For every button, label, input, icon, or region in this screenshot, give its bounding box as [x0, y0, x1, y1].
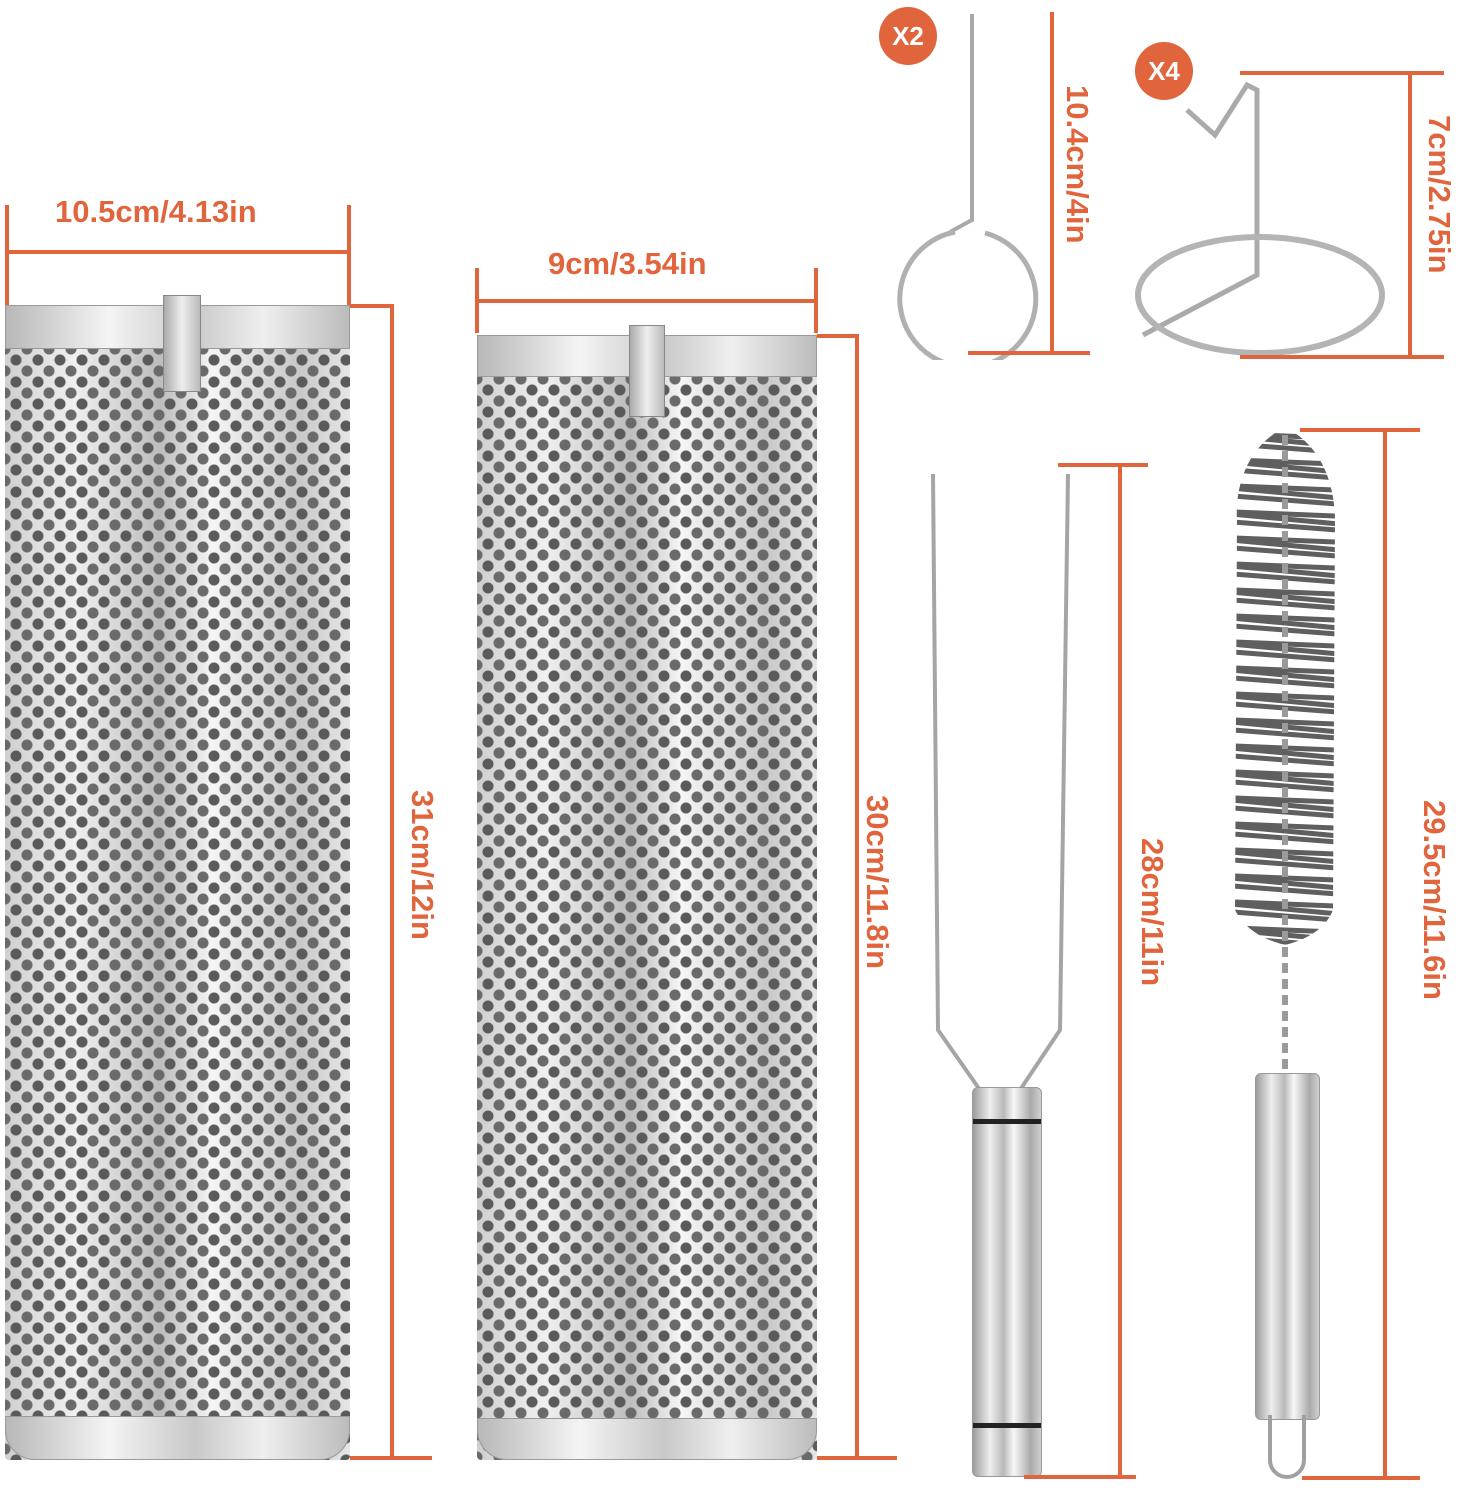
large-height-tick-bottom: [350, 1456, 432, 1460]
fork-tick-bottom: [1024, 1475, 1136, 1479]
fork-handle: [972, 1087, 1042, 1477]
fork-height-line: [1118, 465, 1122, 1477]
fork-tick-top: [1058, 463, 1148, 467]
large-basket-bottom-rim: [5, 1416, 350, 1460]
small-height-tick-top: [817, 334, 859, 338]
small-basket-clip: [629, 325, 665, 417]
ring-hook-icon: [897, 14, 1039, 360]
brush-handle: [1255, 1073, 1320, 1420]
large-width-line: [5, 250, 350, 254]
large-height-label: 31cm/12in: [405, 790, 440, 940]
quantity-badge-x2: X2: [879, 7, 937, 65]
large-width-label: 10.5cm/4.13in: [55, 194, 257, 229]
large-width-tick-left: [5, 205, 9, 305]
small-height-label: 30cm/11.8in: [860, 795, 895, 970]
ring-hook-tick-bottom: [968, 351, 1090, 355]
small-basket-bottom-rim: [477, 1418, 817, 1460]
small-height-tick-bottom: [817, 1456, 897, 1460]
brush-tick-top: [1300, 428, 1420, 432]
large-height-line: [390, 306, 394, 1458]
stand-height-line: [1408, 72, 1412, 357]
large-height-tick-top: [350, 304, 394, 308]
fork-height-label: 28cm/11in: [1135, 838, 1170, 987]
small-width-tick-left: [475, 268, 479, 333]
fork-tines-icon: [931, 473, 1070, 1092]
large-width-tick-right: [347, 205, 351, 305]
ring-hook-height-label: 10.4cm/4in: [1060, 85, 1095, 244]
basket-stand-icon: [1135, 81, 1385, 356]
brush-bristles-icon: [1235, 430, 1335, 1070]
large-basket: [5, 295, 350, 1460]
quantity-badge-x4: X4: [1135, 42, 1193, 100]
stand-height-label: 7cm/2.75in: [1422, 115, 1457, 274]
brush-hang-loop-icon: [1268, 1415, 1306, 1479]
small-height-line: [855, 336, 859, 1460]
small-width-tick-right: [814, 268, 818, 333]
stand-tick-top: [1240, 71, 1444, 75]
small-basket: [477, 325, 817, 1460]
brush-height-label: 29.5cm/11.6in: [1417, 800, 1452, 1000]
large-basket-clip: [163, 295, 201, 392]
brush-height-line: [1383, 430, 1387, 1478]
ring-hook-height-line: [1050, 12, 1054, 352]
stand-tick-bottom: [1240, 355, 1444, 359]
brush-tick-bottom: [1302, 1476, 1420, 1480]
small-width-label: 9cm/3.54in: [548, 246, 707, 281]
small-width-line: [477, 299, 817, 303]
